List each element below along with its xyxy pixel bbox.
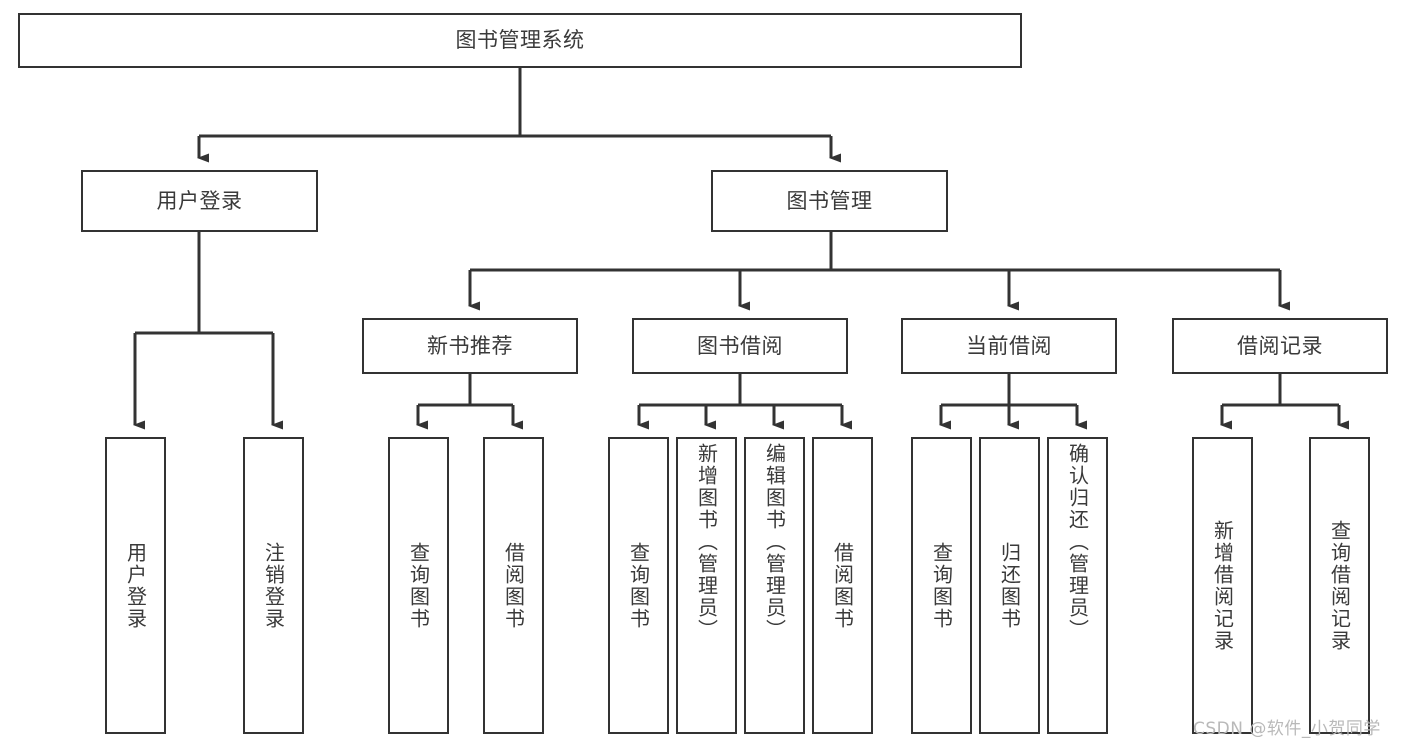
- node-leaf-query-book-2[interactable]: 查询图书: [608, 437, 669, 734]
- node-leaf-edit-book-label: 编辑图书（管理员）: [762, 443, 787, 641]
- node-new-book-recommend-label: 新书推荐: [427, 333, 513, 358]
- node-leaf-query-book-1[interactable]: 查询图书: [388, 437, 449, 734]
- node-leaf-user-login[interactable]: 用户登录: [105, 437, 166, 734]
- node-current-borrow-label: 当前借阅: [966, 333, 1052, 358]
- node-user-login[interactable]: 用户登录: [81, 170, 318, 232]
- csdn-watermark: CSDN @软件_小贺同学: [1193, 719, 1381, 739]
- node-leaf-confirm-return[interactable]: 确认归还（管理员）: [1047, 437, 1108, 734]
- node-book-manage[interactable]: 图书管理: [711, 170, 948, 232]
- node-leaf-borrow-book-2-label: 借阅图书: [830, 541, 855, 630]
- node-leaf-add-book-label: 新增图书（管理员）: [694, 443, 719, 641]
- node-leaf-query-record-label: 查询借阅记录: [1327, 519, 1352, 652]
- node-leaf-borrow-book-2[interactable]: 借阅图书: [812, 437, 873, 734]
- node-book-manage-label: 图书管理: [786, 188, 873, 213]
- node-new-book-recommend[interactable]: 新书推荐: [362, 318, 578, 374]
- node-leaf-query-book-2-label: 查询图书: [626, 541, 651, 630]
- node-leaf-return-book[interactable]: 归还图书: [979, 437, 1040, 734]
- node-leaf-add-record[interactable]: 新增借阅记录: [1192, 437, 1253, 734]
- node-user-login-label: 用户登录: [156, 188, 243, 213]
- node-leaf-add-book[interactable]: 新增图书（管理员）: [676, 437, 737, 734]
- node-current-borrow[interactable]: 当前借阅: [901, 318, 1117, 374]
- node-leaf-query-book-3-label: 查询图书: [929, 541, 954, 630]
- node-leaf-query-book-3[interactable]: 查询图书: [911, 437, 972, 734]
- node-leaf-confirm-return-label: 确认归还（管理员）: [1065, 443, 1090, 641]
- node-borrow-record[interactable]: 借阅记录: [1172, 318, 1388, 374]
- node-leaf-user-login-label: 用户登录: [123, 541, 148, 630]
- node-leaf-edit-book[interactable]: 编辑图书（管理员）: [744, 437, 805, 734]
- node-leaf-borrow-book-1-label: 借阅图书: [501, 541, 526, 630]
- node-leaf-user-logout-label: 注销登录: [261, 541, 286, 630]
- node-leaf-user-logout[interactable]: 注销登录: [243, 437, 304, 734]
- node-leaf-borrow-book-1[interactable]: 借阅图书: [483, 437, 544, 734]
- node-root[interactable]: 图书管理系统: [18, 13, 1022, 68]
- node-leaf-add-record-label: 新增借阅记录: [1210, 519, 1235, 652]
- node-leaf-query-book-1-label: 查询图书: [406, 541, 431, 630]
- node-borrow-record-label: 借阅记录: [1237, 333, 1323, 358]
- node-root-label: 图书管理系统: [455, 28, 585, 53]
- node-book-borrow[interactable]: 图书借阅: [632, 318, 848, 374]
- node-leaf-query-record[interactable]: 查询借阅记录: [1309, 437, 1370, 734]
- node-leaf-return-book-label: 归还图书: [997, 541, 1022, 630]
- node-book-borrow-label: 图书借阅: [697, 333, 783, 358]
